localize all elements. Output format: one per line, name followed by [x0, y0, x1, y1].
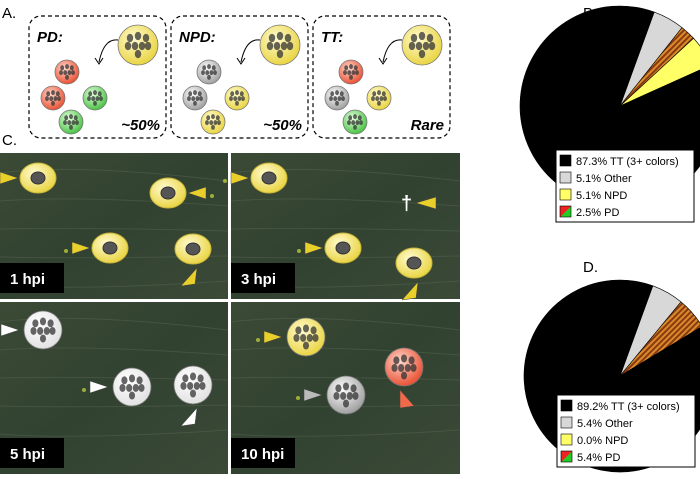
tetrad-cell-icon — [200, 109, 226, 135]
legend-swatch — [559, 171, 572, 184]
legend-swatch — [560, 416, 573, 429]
arrowhead-icon — [180, 267, 198, 287]
scheme-box: TT: Rare — [312, 15, 451, 139]
micrograph-panel: 1 hpi † 3 hpi 5 hpi 10 hpi — [0, 153, 461, 474]
scheme-percent: ~50% — [263, 117, 302, 134]
legend-label: 5.4% Other — [577, 418, 633, 430]
parent-pollen-icon — [259, 24, 301, 66]
pie-legend: 89.2% TT (3+ colors) 5.4% Other 0.0% NPD 5.… — [556, 394, 696, 468]
legend-swatch — [559, 205, 572, 218]
tetrad-cell-icon — [58, 109, 84, 135]
tetrad-cell-icon — [196, 59, 222, 85]
cell-icon — [91, 232, 129, 264]
tetrad-cell-icon — [366, 85, 392, 111]
cell-icon — [112, 367, 152, 407]
parent-pollen-icon — [117, 24, 159, 66]
panel-label-d: D. — [583, 259, 598, 276]
arrowhead-icon — [0, 323, 20, 337]
arrowhead-icon — [304, 241, 324, 255]
dead-cell-mark: † — [401, 193, 412, 215]
tetrad-cell-icon — [54, 59, 80, 85]
scheme-percent: Rare — [411, 117, 444, 134]
pie-chart-b: 87.3% TT (3+ colors) 5.1% Other 5.1% NPD 2.… — [519, 5, 700, 223]
cell-icon — [324, 232, 362, 264]
time-label: 5 hpi — [10, 446, 45, 463]
scheme-box: NPD: ~50% — [170, 15, 309, 139]
scheme-box: PD: ~50% — [28, 15, 167, 139]
micrograph: 5 hpi — [0, 302, 229, 474]
scheme-panel: PD: ~50% NPD: ~50% TT: Rare — [28, 15, 451, 139]
pie-chart-d: 89.2% TT (3+ colors) 5.4% Other 0.0% NPD 5.… — [523, 279, 700, 473]
cell-icon — [23, 310, 63, 350]
cell-icon — [174, 233, 212, 265]
scheme-name: NPD: — [179, 29, 216, 46]
tetrad-cell-icon — [182, 85, 208, 111]
legend-swatch — [560, 399, 573, 412]
cell-icon — [326, 375, 366, 415]
panel-label-a: A. — [2, 5, 16, 22]
legend-label: 5.4% PD — [577, 452, 620, 464]
tetrad-cell-icon — [338, 59, 364, 85]
legend-label: 87.3% TT (3+ colors) — [576, 156, 679, 168]
tetrad-cell-icon — [40, 85, 66, 111]
parent-pollen-icon — [401, 24, 443, 66]
cell-icon — [19, 162, 57, 194]
panel-label-c: C. — [2, 132, 17, 149]
cell-icon — [384, 347, 424, 387]
legend-swatch — [560, 433, 573, 446]
legend-swatch — [559, 188, 572, 201]
legend-swatch — [560, 450, 573, 463]
arrowhead-icon — [263, 330, 283, 344]
cell-icon — [149, 177, 187, 209]
scheme-name: TT: — [321, 29, 343, 46]
arrowhead-icon — [401, 281, 419, 301]
tetrad-cell-icon — [224, 85, 250, 111]
legend-swatch — [559, 154, 572, 167]
time-label: 1 hpi — [10, 271, 45, 288]
legend-label: 0.0% NPD — [577, 435, 628, 447]
cell-icon — [286, 317, 326, 357]
cell-icon — [395, 247, 433, 279]
tetrad-cell-icon — [324, 85, 350, 111]
legend-label: 2.5% PD — [576, 207, 619, 219]
pie-legend: 87.3% TT (3+ colors) 5.1% Other 5.1% NPD 2.… — [555, 149, 695, 223]
scheme-name: PD: — [37, 29, 63, 46]
micrograph: † 3 hpi — [223, 153, 461, 301]
arrowhead-icon — [180, 407, 198, 427]
arrowhead-icon — [0, 171, 19, 185]
tetrad-cell-icon — [342, 109, 368, 135]
pie-slice — [619, 37, 700, 107]
cell-icon — [173, 365, 213, 405]
legend-label: 89.2% TT (3+ colors) — [577, 401, 680, 413]
scheme-percent: ~50% — [121, 117, 160, 134]
time-label: 3 hpi — [241, 271, 276, 288]
tetrad-cell-icon — [82, 85, 108, 111]
cell-icon — [250, 162, 288, 194]
arrowhead-icon — [399, 389, 415, 409]
time-label: 10 hpi — [241, 446, 284, 463]
pie-slice — [619, 301, 700, 377]
arrowhead-icon — [89, 380, 109, 394]
micrograph: 10 hpi — [230, 302, 461, 474]
arrowhead-icon — [303, 388, 323, 402]
arrowhead-icon — [230, 171, 250, 185]
legend-label: 5.1% NPD — [576, 190, 627, 202]
arrowhead-icon — [415, 196, 437, 210]
micrograph: 1 hpi — [0, 153, 229, 299]
legend-label: 5.1% Other — [576, 173, 632, 185]
arrowhead-icon — [71, 241, 91, 255]
arrowhead-icon — [187, 186, 207, 200]
